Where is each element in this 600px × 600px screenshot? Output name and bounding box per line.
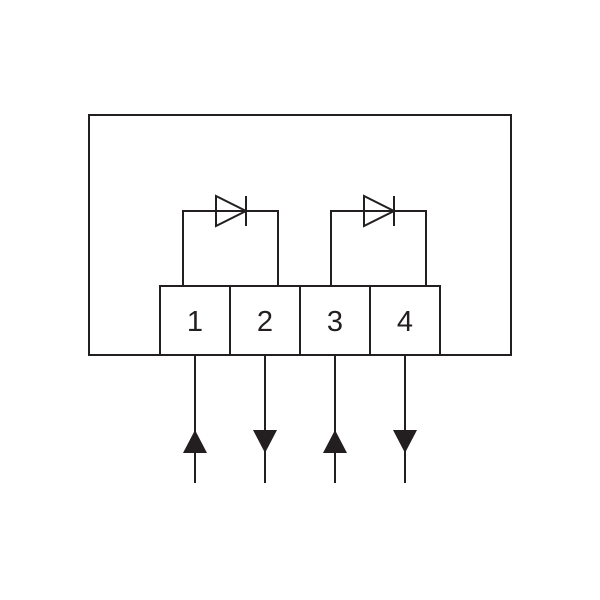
terminal-1-lead	[183, 355, 207, 483]
terminal-1-label: 1	[187, 306, 203, 338]
terminal-3-lead	[323, 355, 347, 483]
diode-1	[182, 194, 279, 286]
arrow-up-icon	[323, 430, 347, 453]
terminal-block: 1 2 3 4	[159, 285, 441, 356]
terminal-4-label: 4	[397, 306, 413, 338]
arrow-down-icon	[253, 430, 277, 453]
arrow-down-icon	[393, 430, 417, 453]
diode-2-symbol-icon	[363, 194, 397, 228]
enclosure-frame	[88, 114, 512, 356]
terminal-4-lead	[393, 355, 417, 483]
diode-1-symbol-icon	[215, 194, 249, 228]
diode-1-wire	[182, 210, 279, 286]
terminal-3-label: 3	[327, 306, 343, 338]
diode-2	[330, 194, 427, 286]
terminal-2-label: 2	[257, 306, 273, 338]
terminal-2-lead	[253, 355, 277, 483]
arrow-up-icon	[183, 430, 207, 453]
diode-2-wire	[330, 210, 427, 286]
